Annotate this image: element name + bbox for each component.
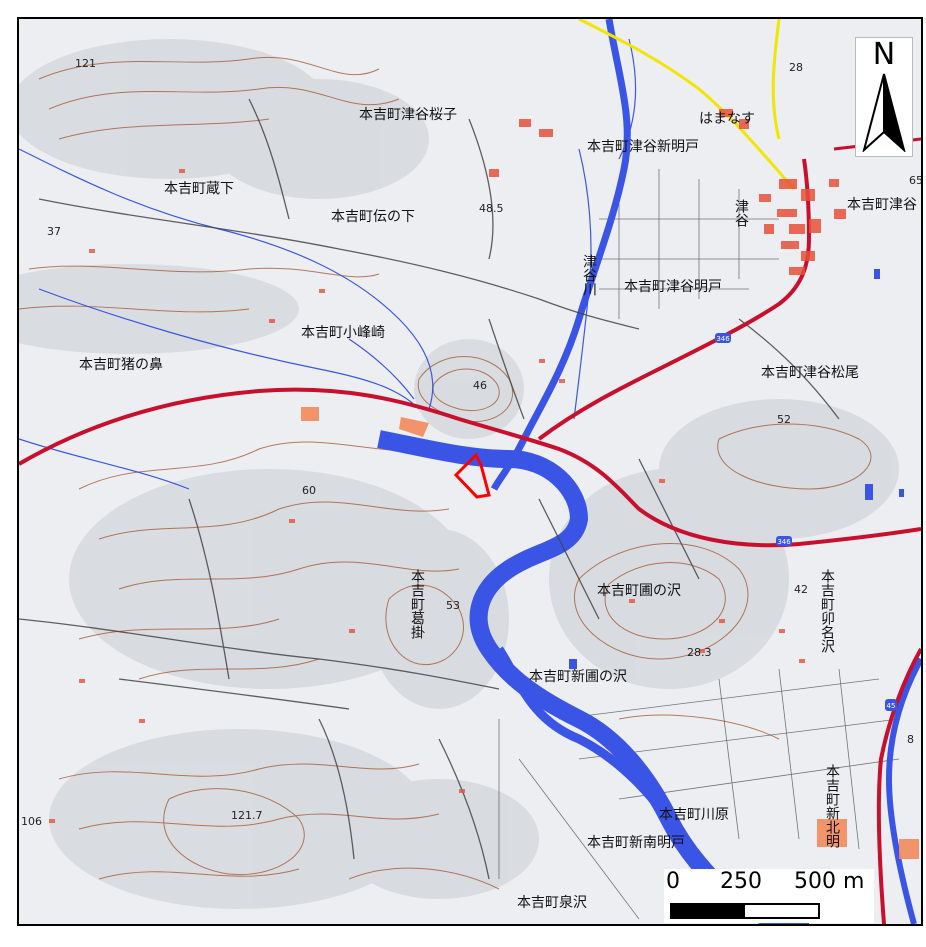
north-arrow: N xyxy=(855,37,913,157)
svg-text:121.7: 121.7 xyxy=(231,809,263,822)
label-inonohara: 本吉町猪の鼻 xyxy=(79,356,163,373)
town-tsuya xyxy=(489,109,846,275)
route-45 xyxy=(876,648,921,924)
prefectural-road-2 xyxy=(771,19,781,140)
label-tennoshita: 本吉町伝の下 xyxy=(331,209,415,225)
svg-text:37: 37 xyxy=(47,225,61,238)
farmland-grid xyxy=(498,169,900,920)
north-label: N xyxy=(872,37,896,72)
route-shield-346-a: 346 xyxy=(715,333,731,343)
label-tsuyasakurako: 本吉町津谷桜子 xyxy=(359,107,457,123)
label-hamanasu: はまなす xyxy=(699,111,755,127)
svg-text:106: 106 xyxy=(21,815,42,828)
route-shield-45: 45 xyxy=(885,699,897,711)
north-arrow-icon xyxy=(862,73,906,152)
survey-site-marker[interactable] xyxy=(453,452,491,499)
label-tsuya-ne: 本吉町津谷 xyxy=(847,197,917,213)
svg-text:65: 65 xyxy=(909,174,921,187)
label-kawara: 本吉町川原 xyxy=(659,807,729,823)
local-roads xyxy=(19,98,840,880)
route-346 xyxy=(19,387,921,548)
scale-bar: 0 250 500 m xyxy=(664,869,874,923)
label-tsuya-town: 津谷 xyxy=(733,199,749,227)
label-shinkita: 本吉町新北明 xyxy=(824,764,840,849)
topographic-map[interactable]: 346 346 45 本吉町津谷桜子 本吉町津谷新明戸 はまなす 本吉 本吉町蔵… xyxy=(19,19,921,924)
svg-text:52: 52 xyxy=(777,413,791,426)
facilities xyxy=(301,407,919,859)
prefectural-road xyxy=(578,19,796,190)
label-tsuyaakedo: 本吉町津谷明戸 xyxy=(624,279,722,295)
map-frame: 346 346 45 本吉町津谷桜子 本吉町津谷新明戸 はまなす 本吉 本吉町蔵… xyxy=(17,17,923,926)
river-east xyxy=(885,657,921,924)
buildings xyxy=(49,169,805,823)
label-tsuyagawa: 津谷川 xyxy=(581,254,597,296)
label-matsuo: 本吉町津谷松尾 xyxy=(761,365,859,381)
hill-shading xyxy=(19,39,899,909)
label-shinzonosawa: 本吉町新圃の沢 xyxy=(529,669,627,685)
svg-text:46: 46 xyxy=(473,379,487,392)
svg-text:28.3: 28.3 xyxy=(687,646,712,659)
scale-label-mid: 250 xyxy=(720,869,762,894)
scale-label-zero: 0 xyxy=(666,869,680,894)
label-komine: 本吉町小峰崎 xyxy=(301,325,385,341)
label-izumisawa: 本吉町泉沢 xyxy=(517,894,587,911)
svg-text:53: 53 xyxy=(446,599,460,612)
svg-text:121: 121 xyxy=(75,57,96,70)
label-shinmeito: 本吉町津谷新明戸 xyxy=(587,139,699,155)
river-south-channel xyxy=(495,646,684,842)
label-kuzukake: 本吉町葛掛 xyxy=(409,569,425,639)
svg-text:48.5: 48.5 xyxy=(479,202,504,215)
contour-lines xyxy=(19,57,872,890)
river-main xyxy=(377,430,810,924)
svg-text:346: 346 xyxy=(716,335,730,343)
label-shinminami: 本吉町新南明戸 xyxy=(587,835,685,851)
svg-text:45: 45 xyxy=(887,702,896,710)
ponds xyxy=(569,269,904,669)
scale-label-end: 500 m xyxy=(794,869,865,894)
route-346-north xyxy=(537,158,812,441)
label-unahisawa: 本吉町卯名沢 xyxy=(819,569,835,653)
svg-text:346: 346 xyxy=(777,538,791,546)
svg-text:28: 28 xyxy=(789,61,803,74)
elevation-labels: 121 37 48.5 46 52 60 53 42 28.3 121.7 10… xyxy=(21,57,921,828)
svg-text:42: 42 xyxy=(794,583,808,596)
scale-bar-graphic xyxy=(670,903,820,919)
svg-text:60: 60 xyxy=(302,484,316,497)
svg-text:8: 8 xyxy=(907,733,914,746)
scale-bar-black-segment xyxy=(672,905,745,917)
label-sennoshita: 本吉町蔵下 xyxy=(164,181,234,197)
route-shield-346-b: 346 xyxy=(776,536,792,546)
label-sonosawa: 本吉町圃の沢 xyxy=(597,583,681,599)
